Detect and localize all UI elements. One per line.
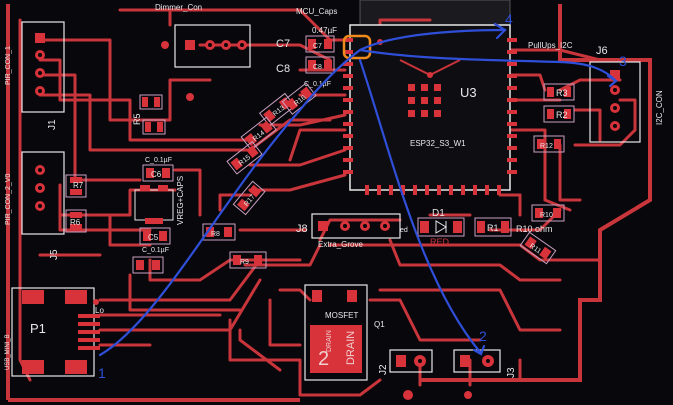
c7-inner-label: C7: [313, 43, 322, 50]
r6-refdes: R6: [70, 218, 81, 227]
cap-01-a-label: C_0.1µF: [304, 81, 331, 88]
r12-refdes: R12: [540, 143, 553, 150]
c6-refdes: C6: [151, 170, 162, 179]
mcu-caps[interactable]: MCU_Caps 0.47µF C7 C7 C8 C8 C_0.1µF: [276, 7, 337, 88]
lo-label: Lo: [95, 306, 104, 315]
connector-j8[interactable]: J8 Extra_Grove ed: [296, 213, 408, 249]
i2c-con-label: I2C_CON: [655, 90, 664, 125]
c7-refdes: C7: [276, 38, 290, 50]
j5-refdes: J5: [49, 249, 60, 260]
r10-refdes: R10: [540, 212, 553, 219]
led-label: ed: [400, 227, 408, 234]
usb-connector-p1[interactable]: P1 Lo USB_MINI_B: [5, 287, 104, 377]
highlight-marker: [342, 34, 372, 60]
j2-refdes: J2: [378, 364, 389, 375]
c5-refdes: C5: [148, 233, 159, 242]
j8-refdes: J8: [296, 223, 308, 235]
r10-ohm-label: R10 ohm: [516, 224, 553, 234]
r8-refdes: R8: [211, 231, 220, 238]
r5-refdes: R5: [132, 113, 142, 125]
j1-refdes: J1: [47, 119, 58, 130]
pullup-resistors[interactable]: PullUps_I2C R3 R2 R12: [528, 41, 575, 153]
usb-con-label: USB_MINI_B: [5, 334, 11, 370]
annotation-strokes: [98, 22, 618, 357]
pir-con-label: PIR_CON_1: [5, 46, 12, 85]
vias: [93, 39, 472, 400]
drain-label-large: DRAIN: [345, 331, 357, 365]
d1-refdes: D1: [432, 208, 445, 219]
c8-inner-label: C8: [313, 64, 322, 71]
u3-refdes: U3: [460, 85, 477, 100]
r9-refdes: R9: [240, 259, 249, 266]
mcu-caps-label: MCU_Caps: [296, 7, 337, 16]
annotation-2: 2: [479, 328, 487, 344]
j3-refdes: J3: [506, 367, 517, 378]
extra-grove-label: Extra_Grove: [318, 240, 363, 249]
voltage-regulator-block[interactable]: C_0.1µF C6 VREG+CAPS C5 C_0.1µF: [132, 157, 185, 274]
cap-047-label: 0.47µF: [312, 26, 337, 35]
c8-refdes: C8: [276, 63, 290, 75]
annotation-1: 1: [98, 365, 106, 381]
drain-pin-number: 2: [318, 348, 329, 370]
dimmer-con-label: Dimmer_Con: [155, 3, 202, 12]
p1-refdes: P1: [30, 321, 46, 336]
led-circuit[interactable]: D1 RED R1 R10 ohm R10 R11: [417, 204, 565, 265]
drain-label: DRAIN: [326, 330, 333, 352]
board-edges: [6, 4, 652, 402]
mosfet-label: MOSFET: [325, 311, 358, 320]
q1-refdes: Q1: [374, 320, 385, 329]
j6-refdes: J6: [596, 45, 608, 57]
connector-j3[interactable]: J3: [453, 349, 517, 378]
annotation-3: 3: [619, 53, 627, 69]
dimmer-connector[interactable]: Dimmer_Con: [155, 3, 251, 68]
antenna-keepout: [359, 0, 511, 29]
red-label: RED: [430, 237, 450, 247]
vreg-caps-label: VREG+CAPS: [176, 176, 185, 225]
cap-01-c-label: C_0.1µF: [142, 247, 169, 254]
esp32-value-label: ESP32_S3_W1: [410, 139, 466, 148]
pir-con-2-label: PIR_CON_2_V0: [5, 174, 12, 225]
cap-01-b-label: C_0.1µF: [145, 157, 172, 164]
mosfet-q1[interactable]: MOSFET 2 DRAIN DRAIN Q1: [304, 284, 385, 381]
r3-refdes: R3: [556, 88, 568, 98]
connector-j1[interactable]: J1 PIR_CON_1: [5, 21, 65, 130]
connector-j5[interactable]: J5 PIR_CON_2_V0: [5, 151, 65, 260]
r1-refdes: R1: [487, 223, 499, 233]
pullups-label: PullUps_I2C: [528, 41, 573, 50]
r2-refdes: R2: [556, 110, 568, 120]
annotation-4: 4: [505, 11, 513, 27]
connector-j2[interactable]: J2: [378, 349, 433, 375]
connector-j6[interactable]: J6 I2C_CON: [589, 45, 664, 143]
r7-refdes: R7: [73, 181, 84, 190]
